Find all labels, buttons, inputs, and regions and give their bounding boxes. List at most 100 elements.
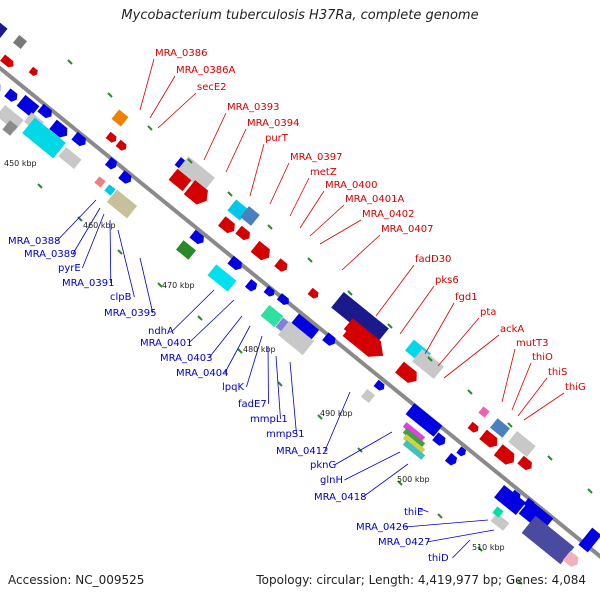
gene-arrow — [523, 497, 535, 509]
kbp-tick-label: 510 kbp — [472, 543, 505, 552]
forward-gene-label: MRA_0402 — [362, 209, 414, 220]
forward-gene-label: pks6 — [435, 275, 459, 286]
gene-feature-box — [277, 320, 315, 356]
forward-leader-line — [225, 128, 247, 173]
reverse-leader-line — [208, 315, 243, 359]
track-tick — [187, 158, 193, 164]
gene-arrow — [263, 285, 275, 297]
reverse-leader-line — [426, 529, 495, 543]
forward-gene-label: MRA_0407 — [381, 224, 433, 235]
gene-arrow — [395, 361, 417, 383]
track-tick — [347, 290, 353, 296]
gene-arrow — [276, 293, 289, 305]
forward-leader-line — [523, 392, 565, 421]
gene-feature-box — [260, 304, 284, 328]
track-tick — [547, 455, 553, 461]
feature-glyph-layer — [0, 14, 600, 567]
reverse-gene-label: thiD — [428, 553, 449, 564]
gene-arrow — [28, 66, 38, 76]
forward-gene-label: ackA — [500, 324, 524, 335]
tick-layer — [37, 59, 593, 585]
reverse-gene-label: MRA_0395 — [104, 308, 156, 319]
forward-leader-line — [309, 204, 345, 237]
label-leader-layer — [56, 58, 565, 559]
forward-gene-label: MRA_0394 — [247, 118, 299, 129]
reverse-gene-label: lpqK — [222, 382, 244, 393]
gene-arrow — [0, 54, 14, 68]
forward-gene-label: MRA_0386A — [176, 65, 235, 76]
track-tick — [477, 546, 483, 552]
forward-leader-line — [511, 362, 532, 411]
reverse-gene-label: MRA_0403 — [160, 353, 212, 364]
reverse-leader-line — [72, 207, 101, 255]
gene-arrow — [467, 421, 479, 433]
track-tick — [387, 323, 393, 329]
reverse-leader-line — [139, 257, 154, 314]
track-tick — [507, 422, 513, 428]
gene-arrow — [307, 287, 319, 299]
track-tick — [227, 191, 233, 197]
reverse-leader-line — [417, 507, 429, 513]
track-tick — [307, 257, 313, 263]
forward-leader-line — [319, 219, 362, 245]
gene-feature-box — [402, 422, 426, 442]
reverse-gene-label: thiE — [404, 507, 423, 518]
track-tick — [317, 414, 323, 420]
gene-feature-box — [2, 120, 18, 136]
gene-feature-box — [402, 434, 426, 454]
forward-gene-label: fadD30 — [415, 254, 451, 265]
gene-feature-box — [412, 348, 444, 380]
reverse-leader-line — [324, 391, 351, 452]
track-tick — [517, 579, 523, 585]
reverse-gene-label: pknG — [310, 460, 336, 471]
reverse-leader-line — [246, 335, 263, 388]
gene-feature-box — [12, 34, 28, 50]
reverse-gene-label: MRA_0426 — [356, 522, 408, 533]
gene-arrow — [517, 455, 532, 471]
gene-arrow — [373, 379, 385, 391]
reverse-gene-label: ndhA — [148, 326, 174, 337]
genome-summary-text: Topology: circular; Length: 4,419,977 bp… — [256, 573, 586, 587]
reverse-leader-line — [452, 539, 471, 559]
track-tick — [277, 381, 283, 387]
map-title: Mycobacterium tuberculosis H37Ra, comple… — [121, 8, 479, 23]
track-tick — [427, 356, 433, 362]
gene-arrow — [4, 88, 18, 102]
gene-arrow — [0, 77, 1, 93]
gene-arrow — [118, 170, 132, 184]
gene-arrow — [250, 240, 270, 261]
reverse-leader-line — [362, 463, 409, 498]
reverse-leader-line — [275, 355, 281, 420]
kbp-tick-label: 490 kbp — [320, 409, 353, 418]
gene-feature-box — [0, 105, 24, 131]
gene-feature-box — [106, 189, 138, 219]
reverse-gene-label: MRA_0389 — [24, 249, 76, 260]
gene-arrow — [71, 131, 86, 147]
reverse-gene-label: fadE7 — [238, 399, 267, 410]
reverse-leader-line — [109, 219, 112, 284]
reverse-gene-label: MRA_0391 — [62, 278, 114, 289]
forward-gene-label: fgd1 — [455, 292, 478, 303]
forward-gene-label: secE2 — [197, 82, 227, 93]
gene-feature-box — [331, 291, 389, 345]
gene-feature-box — [288, 313, 320, 343]
forward-gene-label: mutT3 — [516, 338, 548, 349]
reverse-gene-label: glnH — [320, 475, 343, 486]
gene-feature-box — [94, 176, 106, 188]
gene-feature-box — [58, 147, 82, 169]
reverse-leader-line — [82, 213, 105, 269]
reverse-leader-line — [117, 229, 135, 298]
gene-arrow — [105, 131, 117, 143]
gene-arrow — [183, 180, 208, 205]
track-tick — [197, 315, 203, 321]
reverse-leader-line — [404, 519, 489, 528]
gene-feature-box — [104, 184, 116, 196]
gene-arrow — [456, 446, 467, 457]
gene-arrow — [493, 444, 515, 465]
reverse-leader-line — [267, 345, 269, 405]
forward-leader-line — [249, 143, 265, 197]
gene-arrow — [244, 278, 258, 292]
gene-feature-box — [240, 206, 260, 226]
forward-gene-label: thiO — [532, 352, 553, 363]
